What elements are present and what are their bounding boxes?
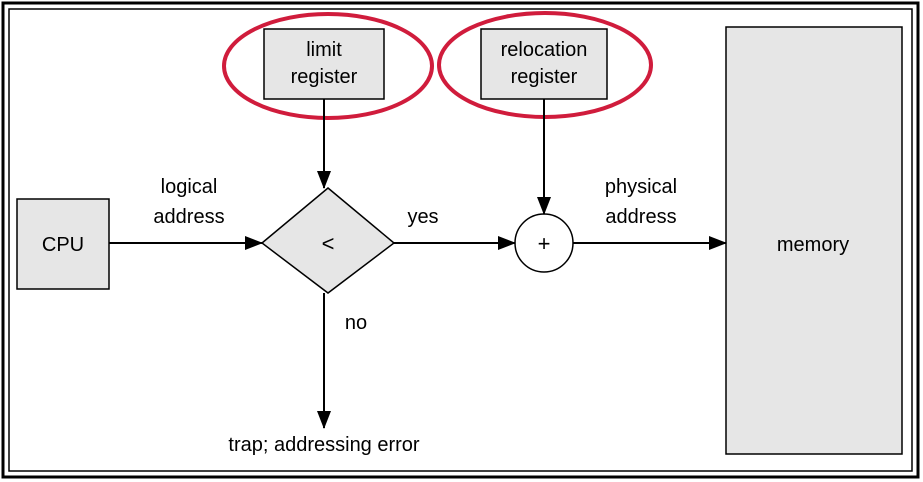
limit-register-box: limit register [263,28,385,100]
cpu-box: CPU [16,198,110,290]
plus-symbol: + [538,231,551,256]
logical-address-label-line2: address [153,206,224,228]
memory-label: memory [777,234,849,256]
yes-label: yes [407,206,438,228]
limit-register-label-line2: register [291,66,358,88]
comparator-diamond: < [260,187,396,294]
memory-box: memory [725,26,903,455]
relocation-register-label-line1: relocation [501,39,588,61]
limit-register-highlight-ring [222,12,434,120]
adder-circle: + [514,213,574,273]
physical-address-label-line1: physical [605,176,677,198]
less-than-symbol: < [322,231,335,256]
relocation-register-label-line2: register [511,66,578,88]
trap-addressing-error-label: trap; addressing error [228,434,420,456]
limit-register-label-line1: limit [306,39,342,61]
cpu-label: CPU [42,234,84,256]
no-label: no [345,312,367,334]
relocation-register-box: relocation register [480,28,608,100]
physical-address-label-line2: address [605,206,676,228]
logical-address-label-line1: logical [161,176,218,198]
inner-frame [8,8,913,472]
